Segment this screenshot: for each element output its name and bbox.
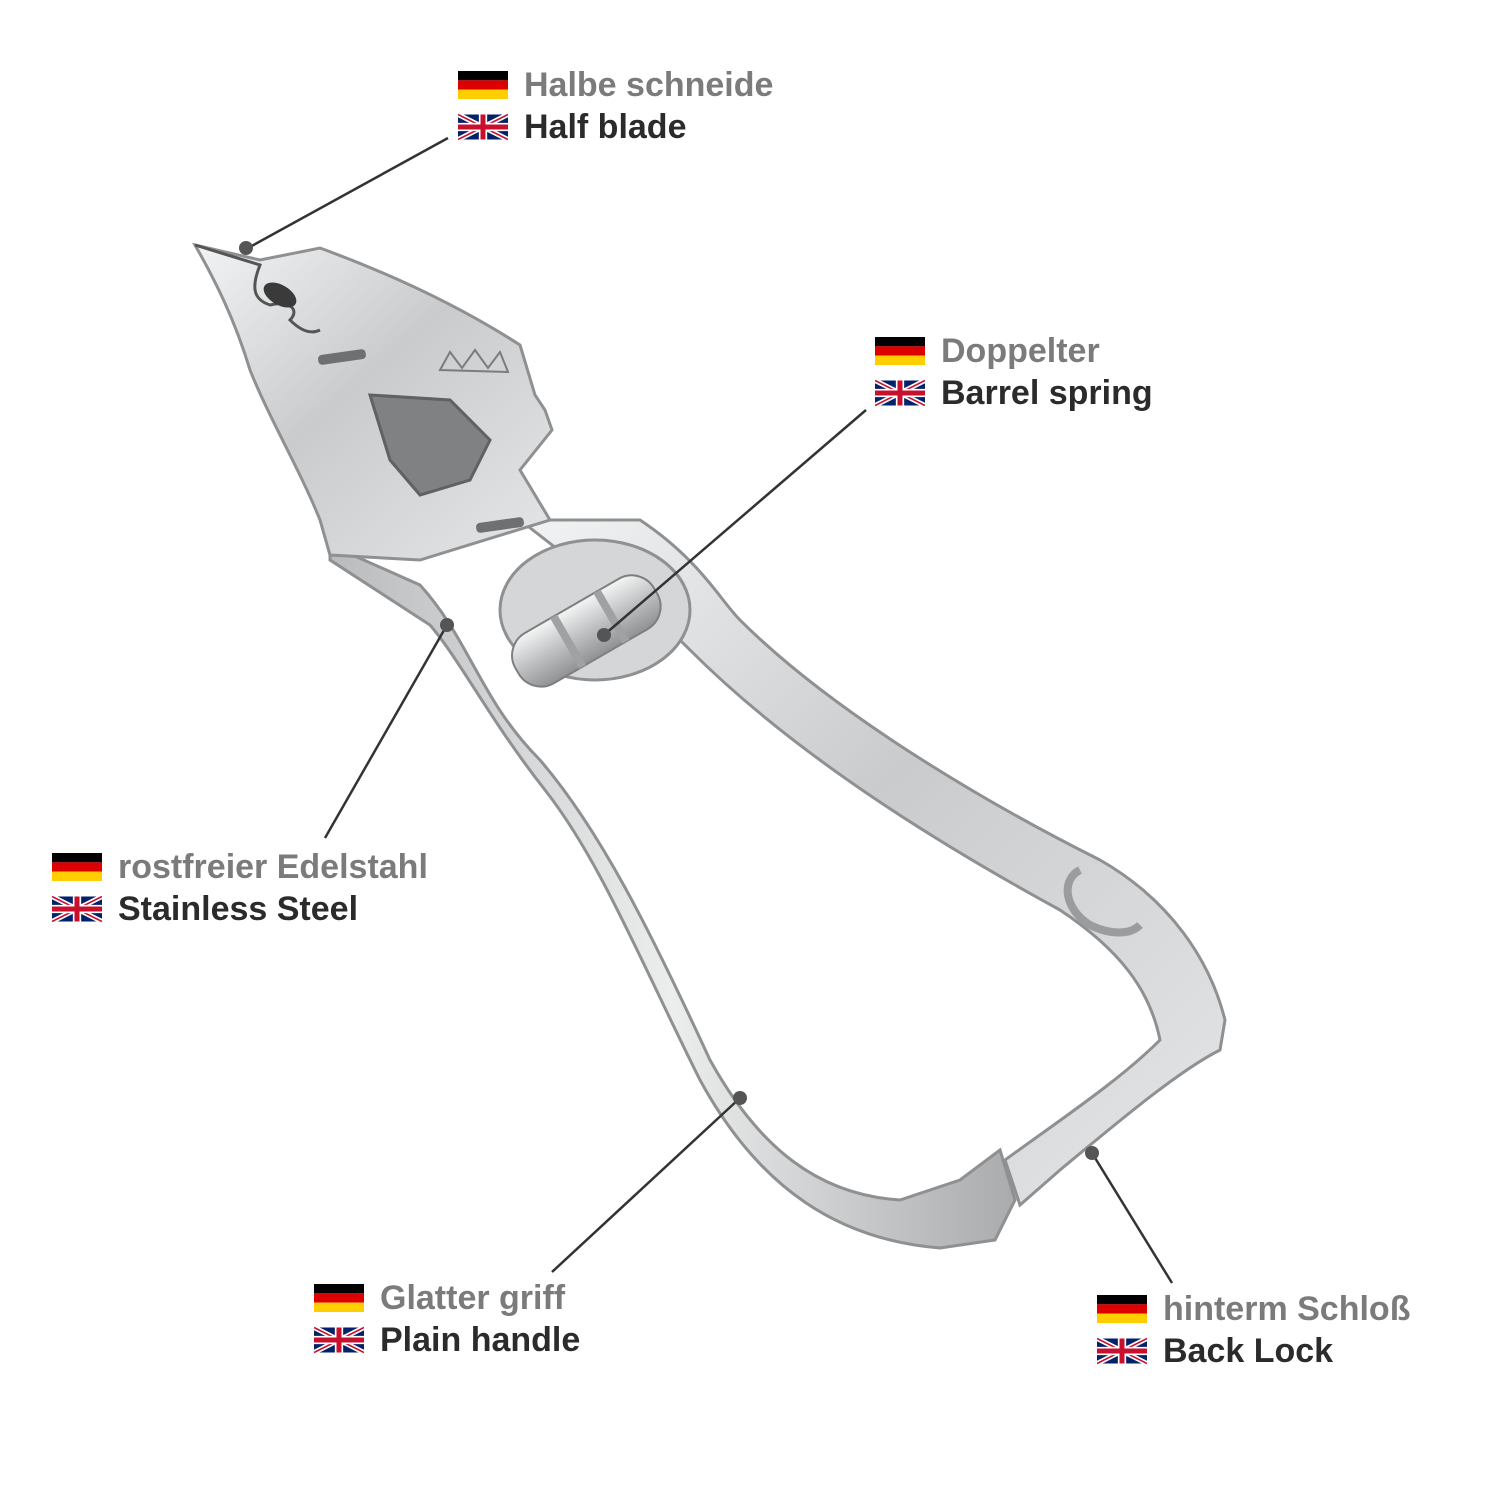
callout-half-blade: Halbe schneide Half blade xyxy=(458,64,773,148)
right-handle xyxy=(515,518,1227,1208)
jaw-notch xyxy=(263,282,297,308)
leader-dot-back-lock xyxy=(1085,1146,1099,1160)
label-german: Doppelter xyxy=(941,332,1100,370)
label-english: Stainless Steel xyxy=(118,890,359,928)
screw-slot-upper xyxy=(318,349,366,365)
uk-flag-icon xyxy=(1097,1337,1147,1365)
label-german: Halbe schneide xyxy=(524,66,774,104)
uk-flag-icon xyxy=(52,895,102,923)
leader-barrel-spring xyxy=(603,409,867,636)
label-english: Plain handle xyxy=(380,1321,581,1359)
germany-flag-icon xyxy=(1097,1295,1147,1323)
germany-flag-icon xyxy=(52,853,102,881)
germany-flag-icon xyxy=(875,337,925,365)
leader-dot-half-blade xyxy=(239,241,253,255)
leader-dot-barrel-spring xyxy=(597,628,611,642)
label-english: Back Lock xyxy=(1163,1332,1334,1370)
callout-stainless-steel: rostfreier Edelstahl Stainless Steel xyxy=(52,846,428,930)
germany-flag-icon xyxy=(458,71,508,99)
leader-half-blade xyxy=(247,136,449,250)
leader-plain-handle xyxy=(551,1097,741,1273)
callout-barrel-spring: Doppelter Barrel spring xyxy=(875,330,1153,414)
label-english: Half blade xyxy=(524,108,687,146)
screw-slot-lower xyxy=(476,517,524,533)
label-english: Barrel spring xyxy=(941,374,1153,412)
leader-dot-stainless-steel xyxy=(440,618,454,632)
brand-crown-icon xyxy=(438,348,510,374)
head-window xyxy=(367,393,492,497)
uk-flag-icon xyxy=(314,1326,364,1354)
leader-stainless-steel xyxy=(323,624,449,839)
label-german: rostfreier Edelstahl xyxy=(118,848,428,886)
uk-flag-icon xyxy=(875,379,925,407)
left-handle xyxy=(328,542,1017,1250)
leader-dot-plain-handle xyxy=(733,1091,747,1105)
label-german: hinterm Schloß xyxy=(1163,1290,1411,1328)
uk-flag-icon xyxy=(458,113,508,141)
barrel-spring xyxy=(511,574,662,688)
label-german: Glatter griff xyxy=(380,1279,566,1317)
callout-plain-handle: Glatter griff Plain handle xyxy=(314,1277,580,1361)
back-lock-loop xyxy=(1063,866,1143,937)
germany-flag-icon xyxy=(314,1284,364,1312)
callout-back-lock: hinterm Schloß Back Lock xyxy=(1097,1288,1410,1372)
leader-back-lock xyxy=(1090,1152,1174,1284)
